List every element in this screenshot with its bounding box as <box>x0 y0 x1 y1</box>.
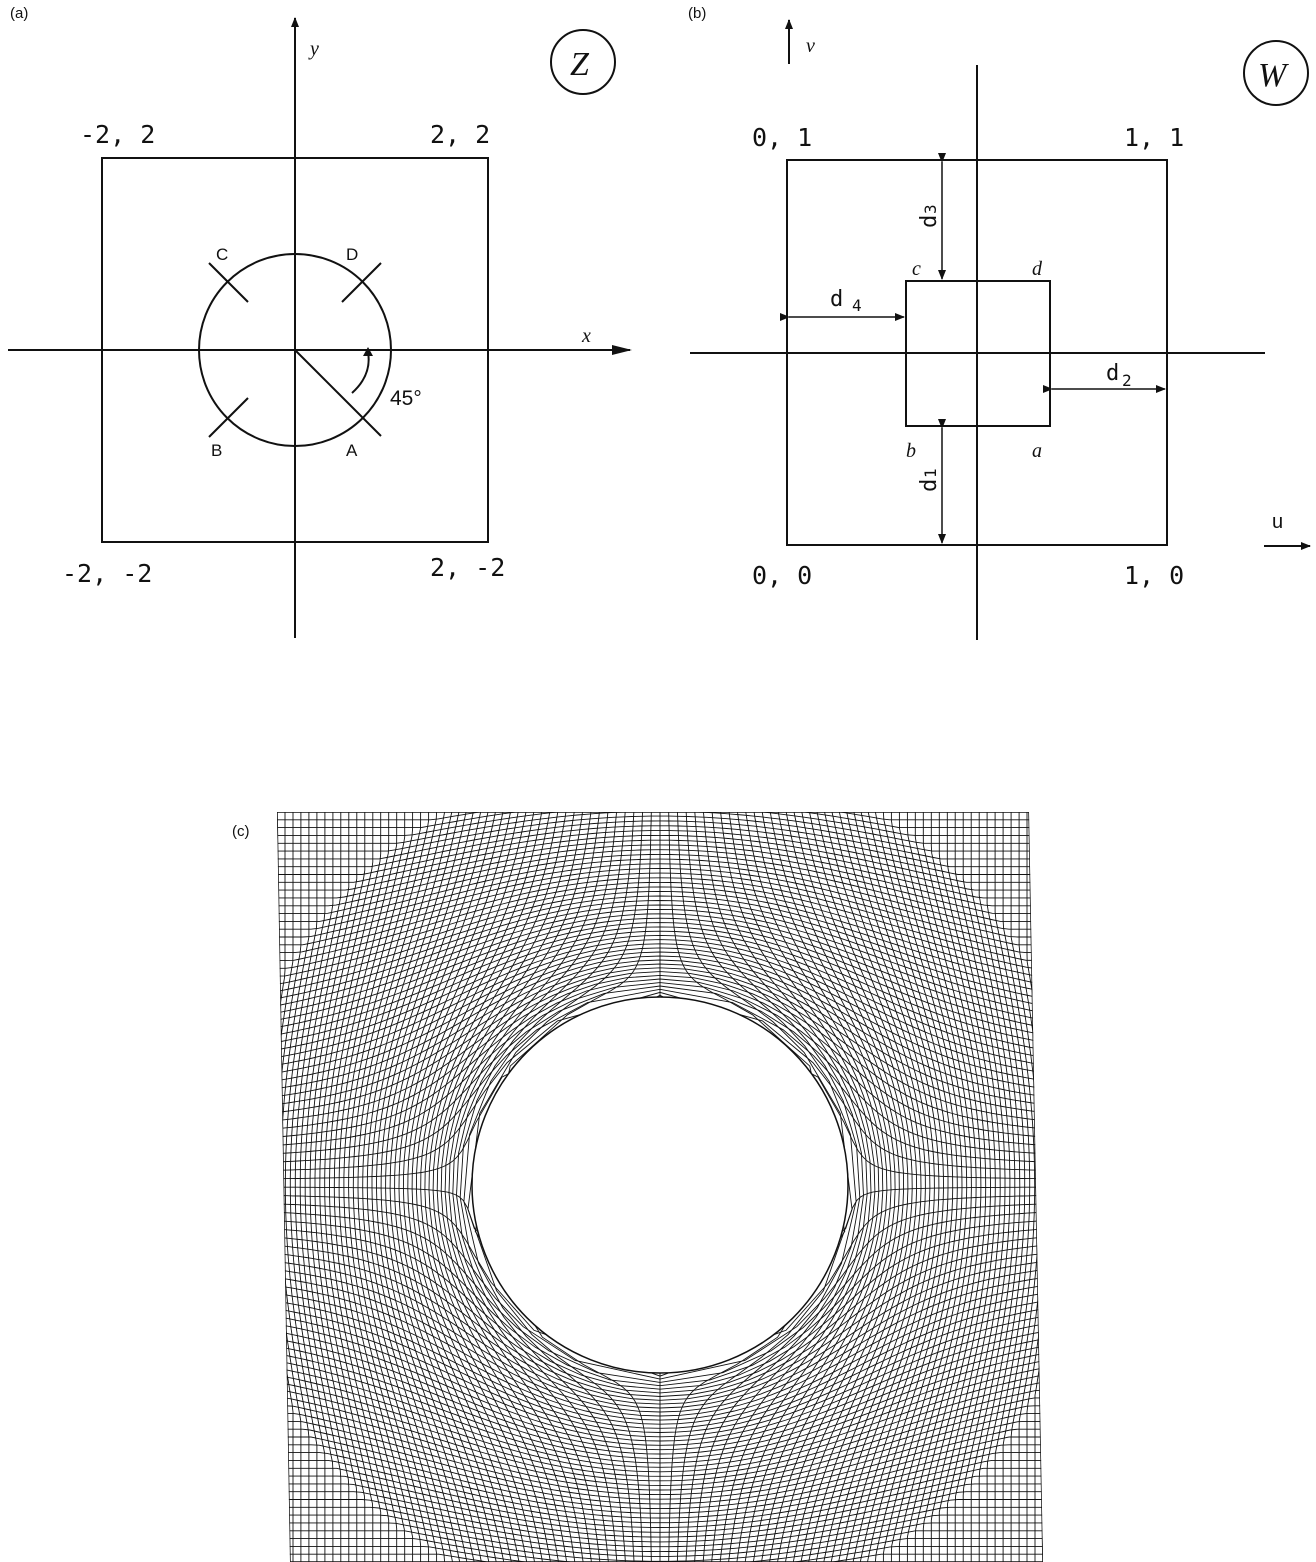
point-d-lower-label: d <box>1032 258 1043 280</box>
mesh-line <box>277 1452 1043 1514</box>
mesh-line <box>277 812 278 1562</box>
svg-text:d: d <box>830 287 843 312</box>
tick-d <box>341 262 382 303</box>
mesh-line <box>994 812 1031 1562</box>
plane-w-circle <box>1243 40 1309 106</box>
mesh-line <box>277 1475 1043 1528</box>
mesh-line <box>930 812 991 1562</box>
mesh-hole <box>471 996 849 1374</box>
angle-arc <box>351 351 370 394</box>
plane-w-label: W <box>1258 57 1289 94</box>
mesh-line <box>277 1483 1043 1533</box>
plane-z-label: Z <box>570 46 590 83</box>
u-axis-label: u <box>1272 511 1283 533</box>
point-a-lower-label: a <box>1032 440 1042 462</box>
angle-label: 45° <box>390 387 422 410</box>
panel-c: (c) <box>232 812 1043 1562</box>
tick-b <box>208 397 249 438</box>
panel-b-label: (b) <box>688 5 706 22</box>
mesh-line <box>970 812 1016 1562</box>
mesh-line <box>277 1514 1043 1553</box>
w-corner-top-right: 1, 1 <box>1124 123 1184 152</box>
mesh-grid <box>277 812 1043 1562</box>
v-axis-label: v <box>806 35 815 57</box>
mesh-line <box>1018 812 1043 1562</box>
mesh-line <box>1002 812 1036 1562</box>
corner-bottom-right: 2, -2 <box>430 553 505 582</box>
panel-b: (b) v u W d 3 d 1 <box>688 5 1311 640</box>
x-axis-label: x <box>581 325 591 347</box>
angle-arrowhead <box>363 347 373 356</box>
mesh-line <box>946 812 1001 1562</box>
inner-rectangle <box>905 280 1051 427</box>
d4-label: d 4 <box>830 287 862 315</box>
w-corner-bottom-left: 0, 0 <box>752 561 812 590</box>
d1-label: d 1 <box>917 468 942 492</box>
mesh-line <box>277 1506 1043 1548</box>
mesh-line <box>277 1459 1043 1519</box>
d2-label: d 2 <box>1106 361 1132 390</box>
y-axis-label: y <box>308 38 319 60</box>
panel-a-label: (a) <box>10 5 28 22</box>
hole-circle <box>198 253 392 447</box>
point-c-label: C <box>216 245 228 264</box>
svg-text:d: d <box>1106 361 1119 386</box>
mesh-line <box>1042 812 1043 1562</box>
mesh-line <box>962 812 1011 1562</box>
point-b-lower-label: b <box>906 440 916 462</box>
svg-text:3: 3 <box>921 204 940 214</box>
w-corner-top-left: 0, 1 <box>752 123 812 152</box>
mesh-line <box>277 1499 1043 1543</box>
mesh-line <box>954 812 1006 1562</box>
mesh-line <box>277 1436 1043 1505</box>
point-a-label: A <box>346 441 358 460</box>
x-axis-arrowhead <box>612 345 632 355</box>
corner-top-right: 2, 2 <box>430 120 490 149</box>
mesh-line <box>1034 812 1043 1562</box>
svg-text:d: d <box>917 479 942 492</box>
d3-label: d 3 <box>917 204 942 228</box>
unit-square <box>786 159 1168 546</box>
panel-c-label: (c) <box>232 823 250 840</box>
corner-top-left: -2, 2 <box>80 120 155 149</box>
tick-c <box>208 262 249 303</box>
mesh-line <box>277 1538 1043 1562</box>
point-d-label: D <box>346 245 358 264</box>
plane-z-circle <box>550 29 616 95</box>
point-b-label: B <box>211 441 222 460</box>
mesh-line <box>277 1444 1043 1510</box>
mesh-line <box>277 1491 1043 1538</box>
corner-bottom-left: -2, -2 <box>62 559 152 588</box>
mesh-line <box>277 812 286 1562</box>
mesh-line <box>277 1522 1043 1557</box>
mesh-line <box>986 812 1026 1562</box>
mesh-line <box>277 1553 1043 1562</box>
mesh-line <box>922 812 987 1562</box>
w-corner-bottom-right: 1, 0 <box>1124 561 1184 590</box>
panel-a: (a) y x Z 45° C D B A -2, 2 2, 2 -2, <box>8 5 632 638</box>
svg-text:1: 1 <box>921 468 940 478</box>
svg-text:d: d <box>917 215 942 228</box>
mesh-line <box>1026 812 1043 1562</box>
mesh-line <box>277 1545 1043 1562</box>
svg-text:4: 4 <box>852 296 862 315</box>
mesh-line <box>978 812 1021 1562</box>
mesh-line <box>277 812 1043 813</box>
mesh-line <box>938 812 996 1562</box>
mesh-line <box>277 1467 1043 1524</box>
point-c-lower-label: c <box>912 258 921 280</box>
radius-line-a <box>294 349 382 437</box>
domain-square <box>101 157 489 543</box>
svg-text:2: 2 <box>1122 371 1132 390</box>
